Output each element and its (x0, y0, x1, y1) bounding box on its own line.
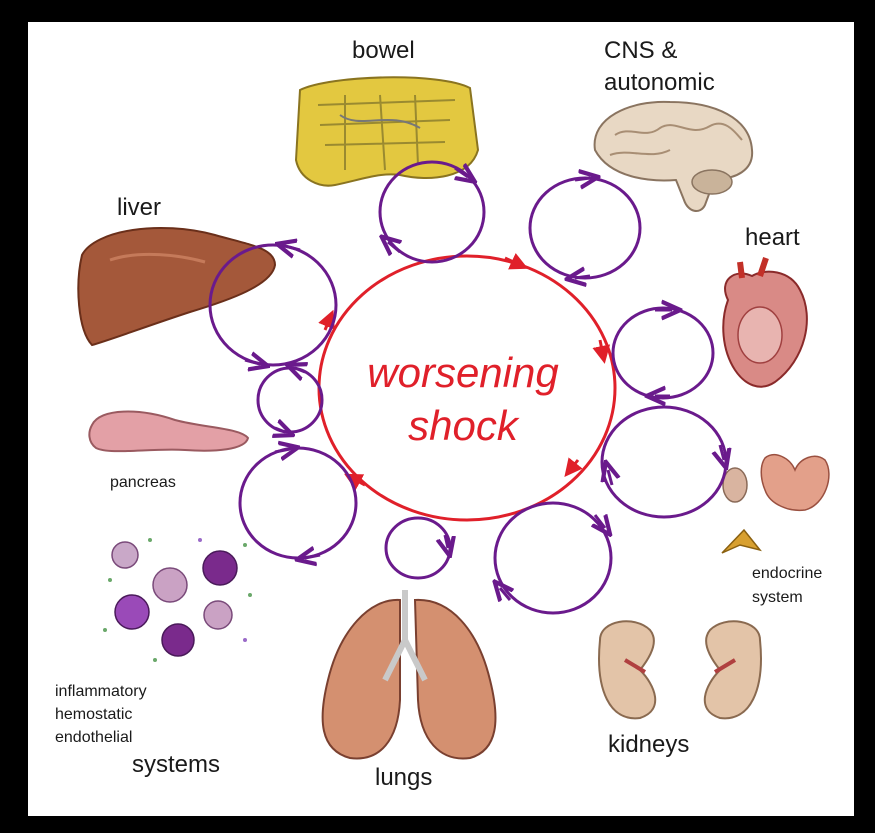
center-title-line2: shock (408, 402, 520, 449)
label-liver: liver (117, 194, 161, 221)
label-kidneys: kidneys (608, 731, 689, 758)
label-lungs: lungs (375, 764, 432, 791)
label-bowel: bowel (352, 37, 415, 64)
label-heart: heart (745, 224, 800, 251)
label-endocrine-line1: endocrine (752, 565, 822, 582)
label-systems-line4: systems (132, 751, 220, 778)
label-systems-line2: hemostatic (55, 706, 132, 723)
label-systems-line1: inflammatory (55, 683, 147, 700)
label-systems-line3: endothelial (55, 729, 132, 746)
label-cns-line1: CNS & (604, 37, 677, 64)
label-cns-line2: autonomic (604, 69, 715, 96)
label-pancreas: pancreas (110, 474, 176, 491)
center-title-line1: worsening (367, 349, 558, 396)
label-endocrine-line2: system (752, 589, 803, 606)
bowel-illustration (296, 77, 478, 185)
